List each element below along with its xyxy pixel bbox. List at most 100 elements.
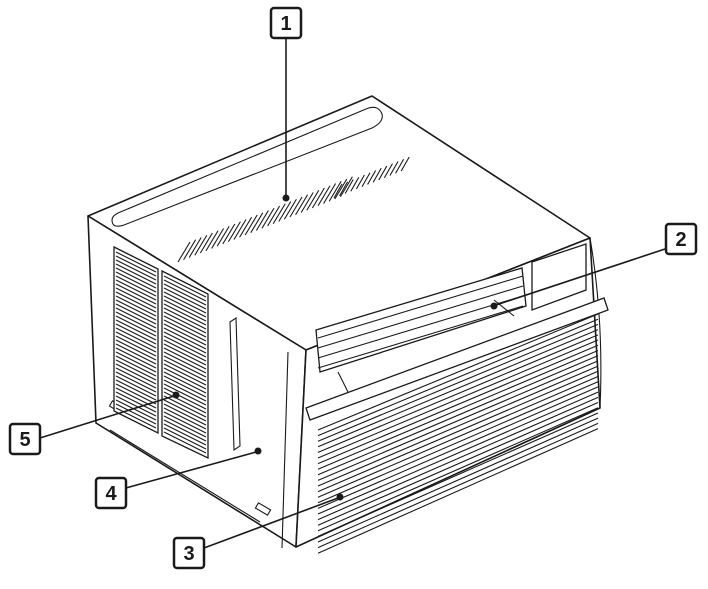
vent-slat: [211, 228, 225, 249]
leader-dot-2: [490, 302, 498, 310]
grille-bar: [163, 303, 207, 326]
vent-slat: [188, 237, 202, 258]
vent-slat: [328, 180, 342, 202]
grille-bar: [163, 319, 207, 342]
top-vent-louvers-rear: [333, 156, 410, 199]
grille-bar: [163, 371, 207, 394]
grille-bar: [163, 287, 207, 310]
vent-slat: [267, 205, 281, 227]
vent-slat: [334, 178, 348, 200]
leader-dot-4: [254, 447, 262, 455]
grille-bar: [115, 283, 157, 305]
grille-bar: [115, 263, 157, 285]
callout-1: 1: [269, 6, 303, 202]
grille-slat: [317, 318, 599, 437]
grille-bar: [163, 431, 207, 454]
grille-bar: [115, 403, 157, 425]
grille-slat: [317, 339, 599, 459]
vent-slat: [339, 181, 349, 197]
grille-bar: [115, 339, 157, 361]
grille-slat: [317, 349, 599, 470]
vent-slat: [255, 210, 269, 231]
grille-bar: [163, 327, 207, 350]
grille-bar: [163, 351, 207, 374]
grille-bar: [115, 355, 157, 377]
side-base-line: [109, 429, 261, 523]
leader-dot-5: [172, 391, 180, 399]
grille-bar: [115, 331, 157, 353]
grille-bar: [115, 327, 157, 349]
grille-slat: [317, 329, 599, 448]
vent-slat: [344, 179, 354, 194]
grille-bar: [163, 299, 207, 322]
grille-bar: [115, 279, 157, 301]
grille-bar: [163, 379, 207, 402]
grille-slat: [317, 422, 599, 549]
grille-bar: [115, 335, 157, 357]
grille-bar: [115, 295, 157, 317]
vent-slat: [317, 185, 331, 207]
vent-slat: [378, 165, 388, 181]
grille-bar: [115, 303, 157, 325]
grille-bar: [115, 271, 157, 293]
vent-slat: [389, 161, 399, 176]
grille-bar: [163, 415, 207, 438]
grille-bar: [115, 251, 157, 273]
grille-bar: [163, 403, 207, 426]
vent-slat: [295, 194, 309, 216]
grille-bar: [115, 379, 157, 401]
callout-label-2: 2: [675, 229, 686, 251]
grille-bar: [115, 259, 157, 281]
louver-vane: [317, 305, 524, 369]
grille-slat: [317, 402, 599, 526]
grille-bar: [115, 391, 157, 413]
grille-bar: [163, 391, 207, 414]
grille-slat: [317, 323, 599, 442]
vent-slat: [272, 203, 286, 225]
grille-bar: [163, 427, 207, 450]
grille-slat: [317, 370, 599, 493]
vent-slat: [233, 219, 247, 240]
grille-slat: [317, 381, 599, 504]
vent-slat: [323, 183, 337, 204]
vent-slat: [227, 221, 241, 243]
grille-bar: [115, 367, 157, 389]
grille-slat: [317, 344, 599, 465]
grille-slat: [317, 334, 599, 453]
grille-slat: [317, 365, 599, 487]
vent-slat: [250, 212, 264, 234]
louver-vane: [317, 285, 524, 349]
grille-bar: [115, 307, 157, 329]
grille-bar: [115, 323, 157, 345]
grille-bar: [163, 323, 207, 346]
grille-bar: [163, 355, 207, 378]
grille-bar: [115, 347, 157, 369]
top-vent-louvers: [177, 176, 353, 263]
side-hole: [254, 502, 272, 516]
grille-slat: [317, 396, 599, 521]
vent-slat: [199, 232, 213, 254]
top-handle-slot: [111, 106, 383, 227]
grille-bar: [163, 387, 207, 410]
vent-slat: [289, 196, 303, 218]
grille-bar: [163, 307, 207, 330]
grille-bar: [115, 375, 157, 397]
grille-bar: [163, 395, 207, 418]
louver-vane: [317, 275, 524, 339]
grille-bar: [163, 375, 207, 398]
vent-slat: [239, 216, 253, 238]
grille-bar: [163, 383, 207, 406]
grille-bar: [163, 423, 207, 446]
grille-bar: [163, 335, 207, 358]
grille-bar: [115, 319, 157, 341]
callout-box-3: [172, 536, 206, 570]
vent-slat: [205, 230, 219, 252]
grille-bar: [163, 419, 207, 442]
vent-slat: [177, 241, 191, 263]
leader-dot-3: [336, 493, 344, 501]
grille-bar: [115, 371, 157, 393]
vent-slat: [350, 176, 360, 192]
vent-slat: [283, 198, 297, 220]
leader-line-2: [495, 247, 669, 306]
vent-slat: [372, 167, 382, 183]
